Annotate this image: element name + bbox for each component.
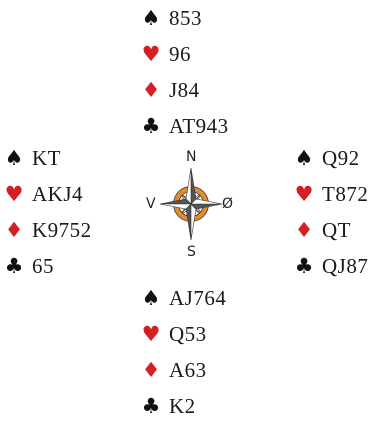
club-icon: ♣ <box>141 394 161 418</box>
compass-east-label: Ø <box>222 196 234 212</box>
spade-icon: ♠ <box>141 6 161 30</box>
south-clubs-cards: K2 <box>169 394 196 418</box>
spade-icon: ♠ <box>141 286 161 310</box>
compass-north-label: N <box>186 149 197 165</box>
south-hearts-cards: Q53 <box>169 322 207 346</box>
west-diamonds-cards: K9752 <box>32 218 92 242</box>
diamond-icon: ♦ <box>4 218 24 242</box>
club-icon: ♣ <box>4 254 24 278</box>
club-icon: ♣ <box>141 114 161 138</box>
spade-icon: ♠ <box>294 146 314 170</box>
north-spades-cards: 853 <box>169 6 202 30</box>
compass-west-label: V <box>146 196 156 212</box>
spade-icon: ♠ <box>4 146 24 170</box>
diamond-icon: ♦ <box>141 358 161 382</box>
south-diamonds-cards: A63 <box>169 358 207 382</box>
heart-icon: ♥ <box>294 182 314 206</box>
north-hearts-cards: 96 <box>169 42 191 66</box>
compass-star-icon <box>159 167 223 241</box>
west-spades-cards: KT <box>32 146 61 170</box>
heart-icon: ♥ <box>141 42 161 66</box>
east-spades-cards: Q92 <box>322 146 360 170</box>
compass-rose: N S V Ø <box>140 146 240 260</box>
diamond-icon: ♦ <box>294 218 314 242</box>
west-clubs-cards: 65 <box>32 254 54 278</box>
east-clubs-cards: QJ87 <box>322 254 369 278</box>
east-diamonds-cards: QT <box>322 218 351 242</box>
south-spades-cards: AJ764 <box>169 286 227 310</box>
heart-icon: ♥ <box>141 322 161 346</box>
west-hearts-cards: AKJ4 <box>32 182 84 206</box>
heart-icon: ♥ <box>4 182 24 206</box>
compass-south-label: S <box>187 244 196 260</box>
north-diamonds-cards: J84 <box>169 78 200 102</box>
east-hearts-cards: T872 <box>322 182 369 206</box>
club-icon: ♣ <box>294 254 314 278</box>
north-clubs-cards: AT943 <box>169 114 229 138</box>
diamond-icon: ♦ <box>141 78 161 102</box>
